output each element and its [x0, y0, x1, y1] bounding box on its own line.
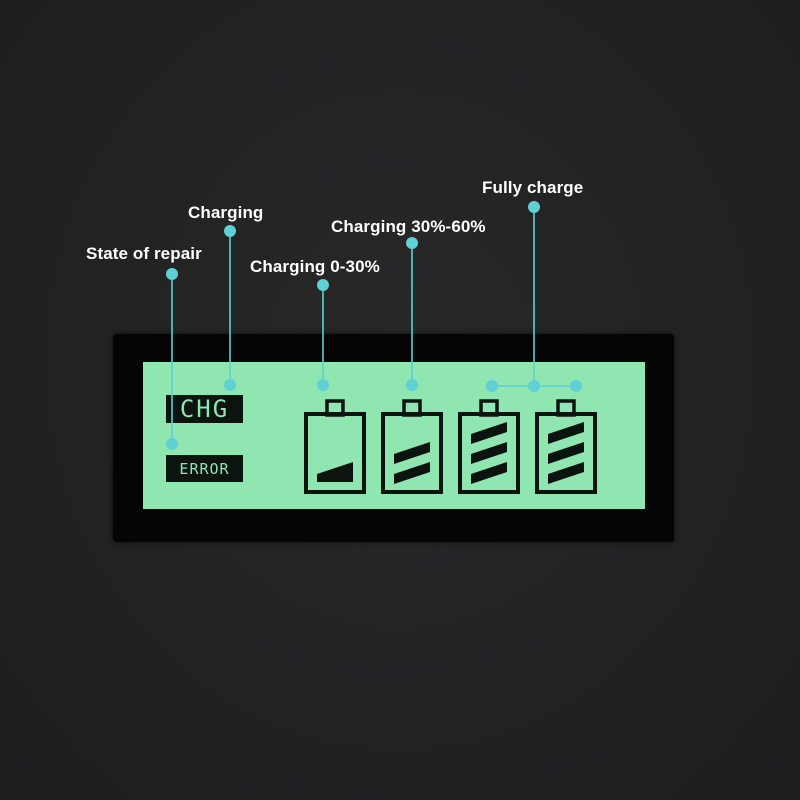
label-fully-charge: Fully charge: [482, 178, 584, 197]
label-charging-mid: Charging 30%-60%: [331, 217, 486, 236]
error-indicator: ERROR: [166, 455, 243, 482]
callout-dot: [166, 268, 178, 280]
callout-dot: [224, 225, 236, 237]
callout-dot: [317, 279, 329, 291]
chg-indicator: CHG: [166, 395, 243, 423]
callout-dot: [528, 201, 540, 213]
label-charging-low: Charging 0-30%: [250, 257, 380, 276]
lcd-screen: [143, 362, 645, 509]
label-state-of-repair: State of repair: [86, 244, 202, 263]
callout-dot: [406, 237, 418, 249]
label-charging: Charging: [188, 203, 264, 222]
